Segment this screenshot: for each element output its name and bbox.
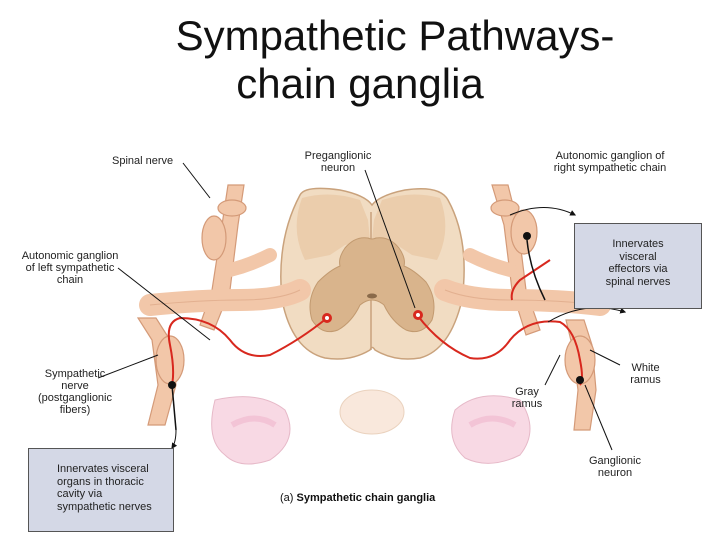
- caption-prefix: (a): [280, 492, 294, 504]
- symp-nerve-line-1: Sympathetic: [44, 368, 106, 380]
- left-box-line-2: organs in thoracic: [57, 475, 144, 488]
- right-box-line-1: Innervates: [612, 238, 664, 250]
- left-ganglion-line-3: chain: [56, 274, 84, 286]
- left-box-line-4: sympathetic nerves: [57, 500, 152, 513]
- neuron-pathways: [167, 232, 584, 431]
- slide-title: Sympathetic Pathways- chain ganglia: [0, 12, 720, 108]
- white-ramus-line-2: ramus: [630, 374, 661, 386]
- spinal-cord: [280, 187, 465, 360]
- right-box-line-3: effectors via: [608, 263, 668, 275]
- caption-text: Sympathetic chain ganglia: [296, 492, 436, 504]
- label-white-ramus: White ramus: [618, 362, 673, 386]
- right-effector-box: Innervates visceral effectors via spinal…: [574, 223, 702, 309]
- body-cross-sections: [211, 389, 531, 465]
- symp-nerve-line-2: nerve: [61, 380, 89, 392]
- figure-caption: (a) Sympathetic chain ganglia: [280, 492, 435, 504]
- label-sympathetic-nerve: Sympathetic nerve (postganglionic fibers…: [25, 368, 125, 416]
- left-box-line-3: cavity via: [57, 488, 103, 500]
- preganglionic-line-2: neuron: [320, 162, 356, 174]
- ganglionic-neuron-line-2: neuron: [597, 467, 633, 479]
- left-ganglion-line-1: Autonomic ganglion: [21, 250, 119, 262]
- right-ganglion-line-2: right sympathetic chain: [553, 162, 667, 174]
- preganglionic-line-1: Preganglionic: [304, 150, 372, 162]
- label-gray-ramus: Gray ramus: [502, 386, 552, 410]
- label-ganglionic-neuron: Ganglionic neuron: [580, 455, 650, 479]
- left-ganglion-line-2: of left sympathetic: [25, 262, 115, 274]
- left-nerve-structures: [136, 184, 311, 426]
- ganglionic-neuron-line-1: Ganglionic: [589, 455, 641, 467]
- title-line-2: chain ganglia: [236, 60, 484, 107]
- label-preganglionic-neuron: Preganglionic neuron: [288, 150, 388, 174]
- gray-ramus-line-2: ramus: [511, 398, 543, 410]
- spinal-nerve-text: Spinal nerve: [112, 155, 174, 167]
- white-ramus-line-1: White: [631, 362, 660, 374]
- right-ganglion-line-1: Autonomic ganglion of: [555, 150, 665, 162]
- right-box-line-2: visceral: [619, 250, 657, 263]
- label-autonomic-ganglion-right: Autonomic ganglion of right sympathetic …: [530, 150, 690, 174]
- title-line-1: Sympathetic Pathways-: [175, 12, 615, 59]
- gray-ramus-line-1: Gray: [515, 386, 539, 398]
- label-spinal-nerve: Spinal nerve: [112, 155, 192, 167]
- right-box-line-4: spinal nerves: [605, 275, 671, 288]
- left-organ-box: Innervates visceral organs in thoracic c…: [28, 448, 174, 532]
- left-box-line-1: Innervates visceral: [57, 463, 149, 475]
- symp-nerve-line-4: fibers): [59, 404, 91, 416]
- label-autonomic-ganglion-left: Autonomic ganglion of left sympathetic c…: [10, 250, 130, 286]
- symp-nerve-line-3: (postganglionic: [38, 392, 112, 404]
- leader-lines: [97, 162, 627, 451]
